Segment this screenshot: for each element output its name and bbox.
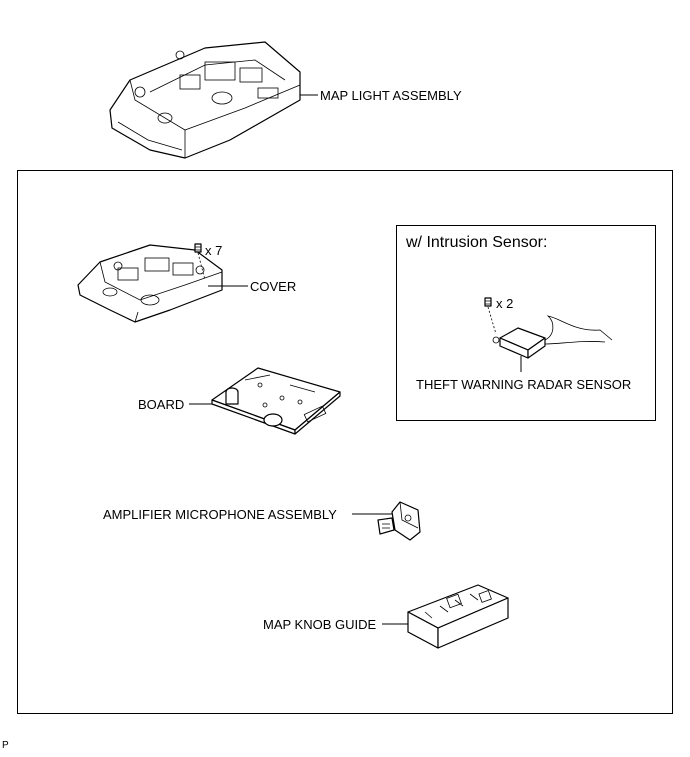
amplifier-microphone-label: AMPLIFIER MICROPHONE ASSEMBLY — [103, 507, 337, 522]
board-drawing — [211, 367, 341, 435]
map-light-assembly-label: MAP LIGHT ASSEMBLY — [320, 88, 462, 103]
amplifier-microphone-drawing — [377, 501, 421, 541]
footer-code: P — [2, 740, 9, 751]
cover-screw-count: x 7 — [205, 243, 223, 258]
exploded-view-frame — [17, 170, 673, 714]
intrusion-sensor-frame — [396, 225, 656, 421]
map-light-assembly-drawing — [109, 41, 301, 159]
sensor-screw-count: x 2 — [496, 296, 514, 311]
cover-screw-icon — [194, 243, 206, 281]
map-knob-guide-drawing — [407, 584, 509, 649]
cover-label: COVER — [250, 279, 297, 294]
sensor-screw-icon — [484, 297, 497, 335]
theft-warning-radar-sensor-label: THEFT WARNING RADAR SENSOR — [416, 377, 632, 392]
radar-sensor-drawing — [492, 315, 613, 359]
intrusion-sensor-header: w/ Intrusion Sensor: — [406, 234, 548, 251]
board-label: BOARD — [138, 397, 185, 412]
cover-drawing — [77, 244, 223, 323]
map-knob-guide-label: MAP KNOB GUIDE — [263, 617, 377, 632]
